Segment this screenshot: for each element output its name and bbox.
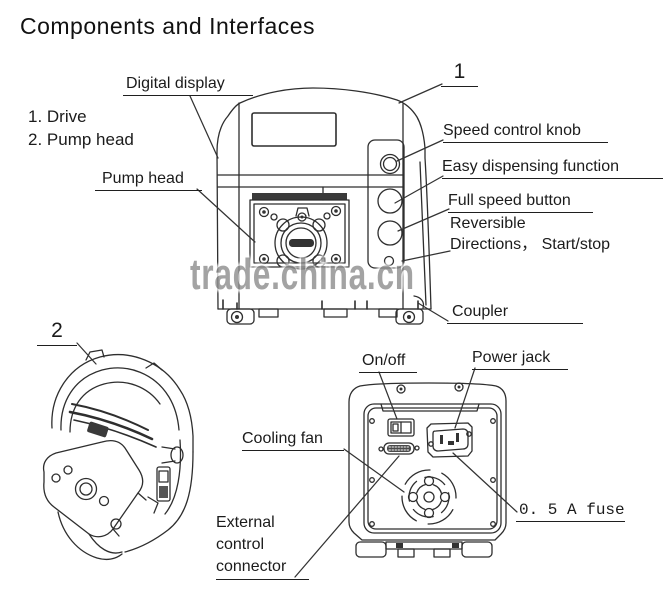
leader-full-speed — [397, 208, 450, 232]
speed-control-knob-shape — [379, 153, 401, 175]
callout-coupler: Coupler — [447, 302, 583, 324]
watermark: trade.china.cn — [190, 250, 415, 299]
leader-figure-1 — [398, 83, 443, 104]
pump-head-arch — [51, 354, 194, 453]
control-panel — [367, 139, 405, 269]
rear-feet — [355, 541, 493, 558]
rotor — [274, 216, 328, 270]
rear-panel-screws — [369, 418, 496, 527]
pump-head-lever — [147, 466, 171, 514]
pump-head-view — [42, 349, 194, 561]
callout-cooling-fan: Cooling fan — [242, 429, 344, 451]
direction-indicator-shape — [383, 255, 395, 267]
leader-power-jack — [454, 367, 476, 429]
leader-reversible — [401, 250, 451, 262]
model-label-chip — [87, 421, 109, 438]
leader-speed-knob — [396, 139, 444, 162]
leader-pump-head — [196, 188, 256, 243]
reversible-line2: Directions， Start/stop — [450, 236, 611, 253]
callout-pump-head: Pump head — [95, 169, 202, 191]
legend-item-drive: 1. Drive — [28, 107, 87, 126]
pump-head-front-plate — [42, 440, 144, 538]
legend: 1. Drive 2. Pump head — [28, 105, 134, 151]
power-switch — [387, 418, 415, 437]
callout-easy-dispensing: Easy dispensing function — [442, 157, 663, 179]
fan-grille — [401, 469, 457, 525]
leader-fuse — [452, 452, 518, 513]
leader-cooling-fan — [343, 448, 405, 493]
full-speed-button-shape — [377, 220, 403, 246]
dispense-button-shape — [377, 188, 403, 214]
power-inlet — [426, 422, 473, 458]
callout-power-jack: Power jack — [472, 348, 568, 370]
tube-bed-slot — [252, 193, 347, 200]
ext-connector-line1: External — [216, 514, 275, 531]
callout-digital-display: Digital display — [123, 74, 253, 96]
leader-easy-dispensing — [394, 175, 444, 204]
drive-front-view — [216, 87, 432, 325]
pump-head-shaft — [161, 446, 184, 464]
pump-head-plate — [249, 199, 350, 268]
callout-fuse: 0. 5 A fuse — [516, 500, 625, 522]
reversible-line1: Reversible — [450, 215, 526, 232]
leader-coupler — [417, 302, 449, 322]
leader-digital-display — [189, 95, 219, 159]
figure-number-1: 1 — [441, 59, 478, 88]
callout-on-off: On/off — [359, 351, 417, 373]
callout-reversible-directions: Reversible Directions， Start/stop — [450, 213, 610, 255]
leader-on-off — [378, 371, 398, 420]
drive-rear-view — [348, 382, 507, 558]
ext-connector-line3: connector — [216, 556, 309, 580]
digital-display-screen — [251, 112, 337, 147]
callout-full-speed-button: Full speed button — [448, 191, 593, 213]
ext-connector-line2: control — [216, 536, 265, 553]
page-title: Components and Interfaces — [20, 13, 316, 39]
leader-ext-connector — [294, 455, 400, 578]
rear-panel — [363, 403, 502, 534]
leader-lines — [76, 83, 518, 578]
rear-housing-outline — [348, 382, 507, 541]
callout-external-control-connector: External control connector — [216, 512, 309, 580]
plate-screws — [258, 205, 342, 265]
leader-figure-2 — [76, 342, 97, 365]
figure-number-2: 2 — [37, 318, 77, 347]
housing-outline — [216, 87, 432, 310]
legend-item-pump-head: 2. Pump head — [28, 130, 134, 149]
db15-connector — [378, 442, 420, 455]
callout-speed-control-knob: Speed control knob — [443, 121, 608, 143]
